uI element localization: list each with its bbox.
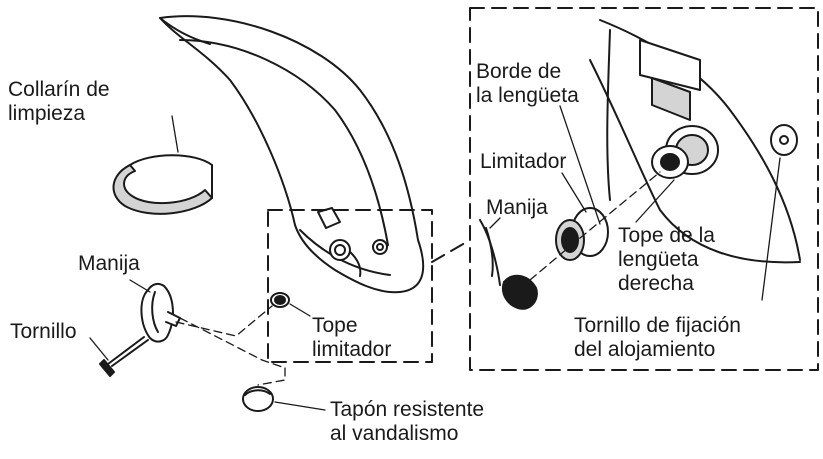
label-line: Tope de la bbox=[618, 224, 715, 247]
detail-box-left bbox=[267, 209, 433, 363]
detail-faucet-interior bbox=[589, 19, 801, 264]
vandal-cap-part bbox=[242, 386, 274, 412]
screw-part bbox=[99, 336, 149, 377]
label-cleaning-collar: Collarín de limpieza bbox=[8, 78, 110, 126]
label-right-tab-stop: Tope de la lengüeta derecha bbox=[618, 224, 715, 296]
label-line: la lengüeta bbox=[476, 84, 579, 107]
detail-assembly-guide bbox=[529, 171, 661, 281]
label-line: Tornillo bbox=[10, 320, 77, 343]
cleaning-collar-part bbox=[112, 154, 213, 215]
label-tab-edge: Borde de la lengüeta bbox=[476, 60, 579, 108]
label-screw: Tornillo bbox=[10, 320, 77, 344]
label-line: al vandalismo bbox=[330, 422, 459, 445]
label-vandal-cap: Tapón resistente al vandalismo bbox=[330, 398, 484, 446]
label-line: derecha bbox=[618, 272, 694, 295]
detail-handle-part bbox=[479, 219, 538, 310]
label-line: Collarín de bbox=[8, 78, 110, 101]
label-housing-screw: Tornillo de fijación del alojamiento bbox=[574, 314, 741, 362]
label-detail-handle: Manija bbox=[486, 196, 548, 220]
label-line: lengüeta bbox=[618, 248, 699, 271]
label-line: Manija bbox=[486, 196, 548, 219]
faucet-body bbox=[159, 15, 425, 294]
handle-part bbox=[140, 282, 181, 343]
detail-box-right bbox=[469, 7, 819, 371]
label-limiter: Limitador bbox=[480, 150, 566, 174]
label-line: Tapón resistente bbox=[330, 398, 485, 421]
label-line: Borde de bbox=[476, 60, 562, 83]
label-handle: Manija bbox=[78, 252, 140, 276]
leader-lines bbox=[89, 105, 781, 411]
label-line: del alojamiento bbox=[574, 338, 716, 361]
label-line: Tornillo de fijación bbox=[574, 314, 741, 337]
label-line: limitador bbox=[312, 338, 392, 361]
detail-limiter-part bbox=[555, 207, 609, 261]
label-line: Manija bbox=[78, 252, 140, 275]
label-line: Tope bbox=[312, 314, 358, 337]
limit-stop-part bbox=[270, 292, 290, 308]
label-line: Limitador bbox=[480, 150, 567, 173]
label-line: limpieza bbox=[8, 102, 86, 125]
assembly-guides bbox=[175, 305, 286, 386]
detail-connector bbox=[431, 239, 471, 263]
label-limit-stop: Tope limitador bbox=[312, 314, 391, 362]
